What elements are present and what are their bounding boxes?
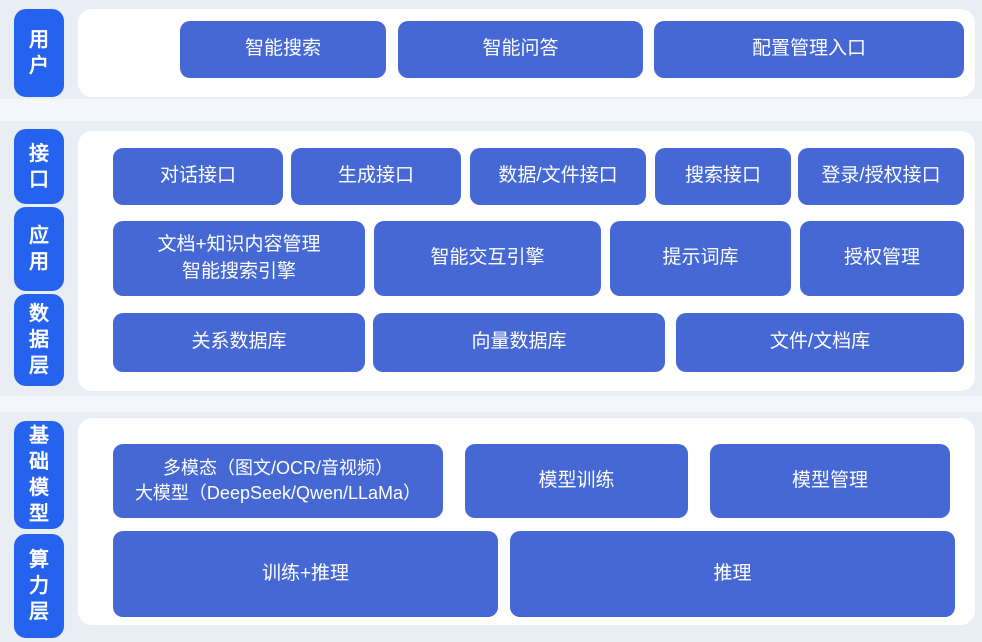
box-training-inference: 训练+推理 bbox=[113, 531, 498, 617]
layer-label-compute: 算力层 bbox=[14, 534, 64, 638]
box-vector-db: 向量数据库 bbox=[373, 313, 665, 372]
layer-label-data: 数据层 bbox=[14, 294, 64, 386]
box-generation-api: 生成接口 bbox=[291, 148, 461, 205]
box-inference: 推理 bbox=[510, 531, 955, 617]
section-divider-stripe bbox=[0, 396, 982, 412]
box-data-file-api: 数据/文件接口 bbox=[470, 148, 646, 205]
layer-label-application: 应用 bbox=[14, 207, 64, 291]
section-divider-stripe bbox=[0, 99, 982, 121]
box-multimodal-llm: 多模态（图文/OCR/音视频） 大模型（DeepSeek/Qwen/LLaMa） bbox=[113, 444, 443, 518]
box-file-doc-library: 文件/文档库 bbox=[676, 313, 964, 372]
box-model-training: 模型训练 bbox=[465, 444, 688, 518]
box-relational-db: 关系数据库 bbox=[113, 313, 365, 372]
box-auth-management: 授权管理 bbox=[800, 221, 964, 296]
layer-label-foundation-model: 基础模型 bbox=[14, 421, 64, 529]
layer-label-user: 用户 bbox=[14, 9, 64, 97]
box-search-api: 搜索接口 bbox=[655, 148, 791, 205]
box-dialog-api: 对话接口 bbox=[113, 148, 283, 205]
box-smart-search: 智能搜索 bbox=[180, 21, 386, 78]
box-prompt-library: 提示词库 bbox=[610, 221, 791, 296]
box-smart-interaction-engine: 智能交互引擎 bbox=[374, 221, 601, 296]
box-login-auth-api: 登录/授权接口 bbox=[798, 148, 964, 205]
box-model-management: 模型管理 bbox=[710, 444, 950, 518]
box-config-management-entry: 配置管理入口 bbox=[654, 21, 964, 78]
box-smart-qa: 智能问答 bbox=[398, 21, 643, 78]
box-doc-knowledge-search-engine: 文档+知识内容管理 智能搜索引擎 bbox=[113, 221, 365, 296]
layer-label-interface: 接口 bbox=[14, 129, 64, 204]
